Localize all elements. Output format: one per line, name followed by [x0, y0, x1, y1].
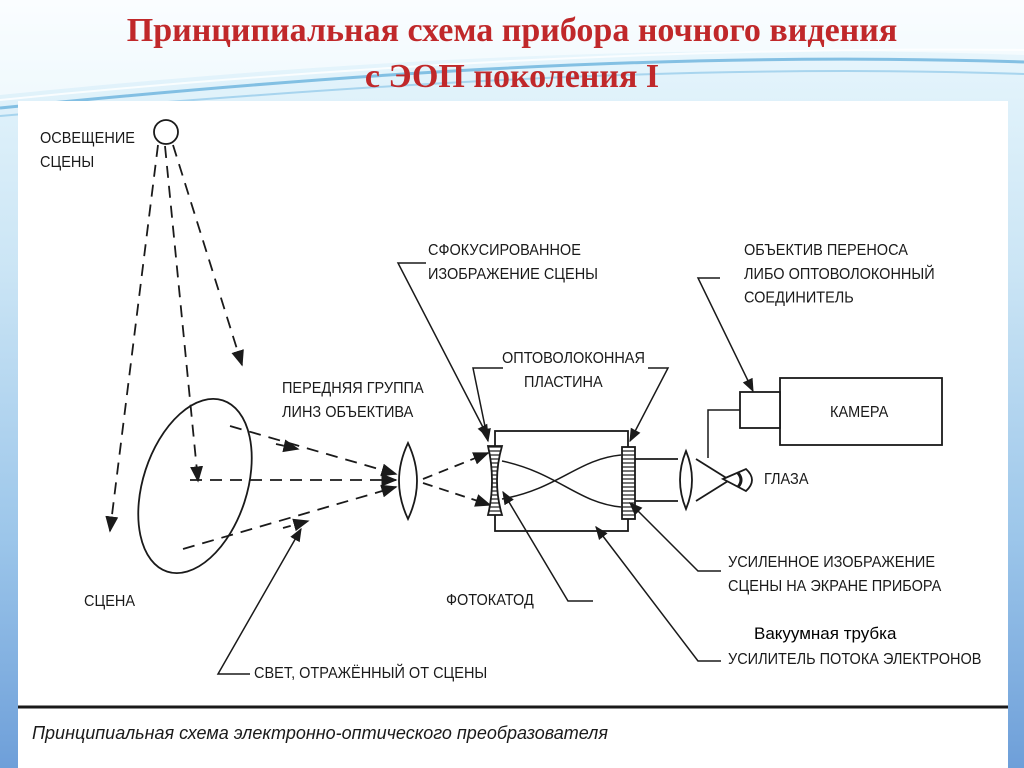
scene-ellipse	[137, 398, 253, 574]
front-lens-icon	[398, 440, 418, 522]
label-scene: СЦЕНА	[84, 593, 136, 611]
diagram-panel: ОСВЕЩЕНИЕ СЦЕНЫ СЦЕНА ПЕРЕДНЯЯ ГРУППА ЛИ…	[18, 101, 1008, 768]
label-electron-amplifier: УСИЛИТЕЛЬ ПОТОКА ЭЛЕКТРОНОВ	[728, 651, 982, 669]
slide-title-line-1: Принципиальная схема прибора ночного вид…	[126, 12, 898, 49]
diagram-drawing	[18, 119, 1008, 709]
vacuum-tube-body	[494, 430, 629, 532]
label-reflected-light: СВЕТ, ОТРАЖЁННЫЙ ОТ СЦЕНЫ	[254, 665, 488, 683]
label-amplified-image: УСИЛЕННОЕ ИЗОБРАЖЕНИЕ СЦЕНЫ НА ЭКРАНЕ ПР…	[728, 554, 942, 596]
photocathode-element	[486, 445, 504, 516]
diagram-caption: Принципиальная схема электронно-оптическ…	[32, 723, 608, 743]
label-vacuum-tube: Вакуумная трубка	[754, 624, 897, 643]
label-photocathode: ФОТОКАТОД	[446, 592, 534, 610]
slide-title-line-2: с ЭОП поколения I	[364, 58, 660, 95]
eyepiece-lens-icon	[679, 448, 693, 512]
label-focused-image: СФОКУСИРОВАННОЕ ИЗОБРАЖЕНИЕ СЦЕНЫ	[428, 242, 599, 284]
slide-title: Принципиальная схема прибора ночного вид…	[0, 8, 1024, 100]
label-scene-lighting: ОСВЕЩЕНИЕ СЦЕНЫ	[40, 130, 135, 172]
camera-lens-box	[739, 391, 781, 429]
eye-icon	[720, 467, 753, 493]
label-front-lens-group: ПЕРЕДНЯЯ ГРУППА ЛИНЗ ОБЪЕКТИВА	[282, 380, 424, 422]
label-eyes: ГЛАЗА	[764, 471, 809, 489]
light-source-icon	[153, 119, 179, 145]
label-camera: КАМЕРА	[830, 404, 889, 422]
label-transfer-lens: ОБЪЕКТИВ ПЕРЕНОСА ЛИБО ОПТОВОЛОКОННЫЙ СО…	[744, 242, 935, 308]
fiber-optic-plate	[621, 446, 636, 520]
label-fiber-plate: ОПТОВОЛОКОННАЯ ПЛАСТИНА	[502, 350, 645, 392]
